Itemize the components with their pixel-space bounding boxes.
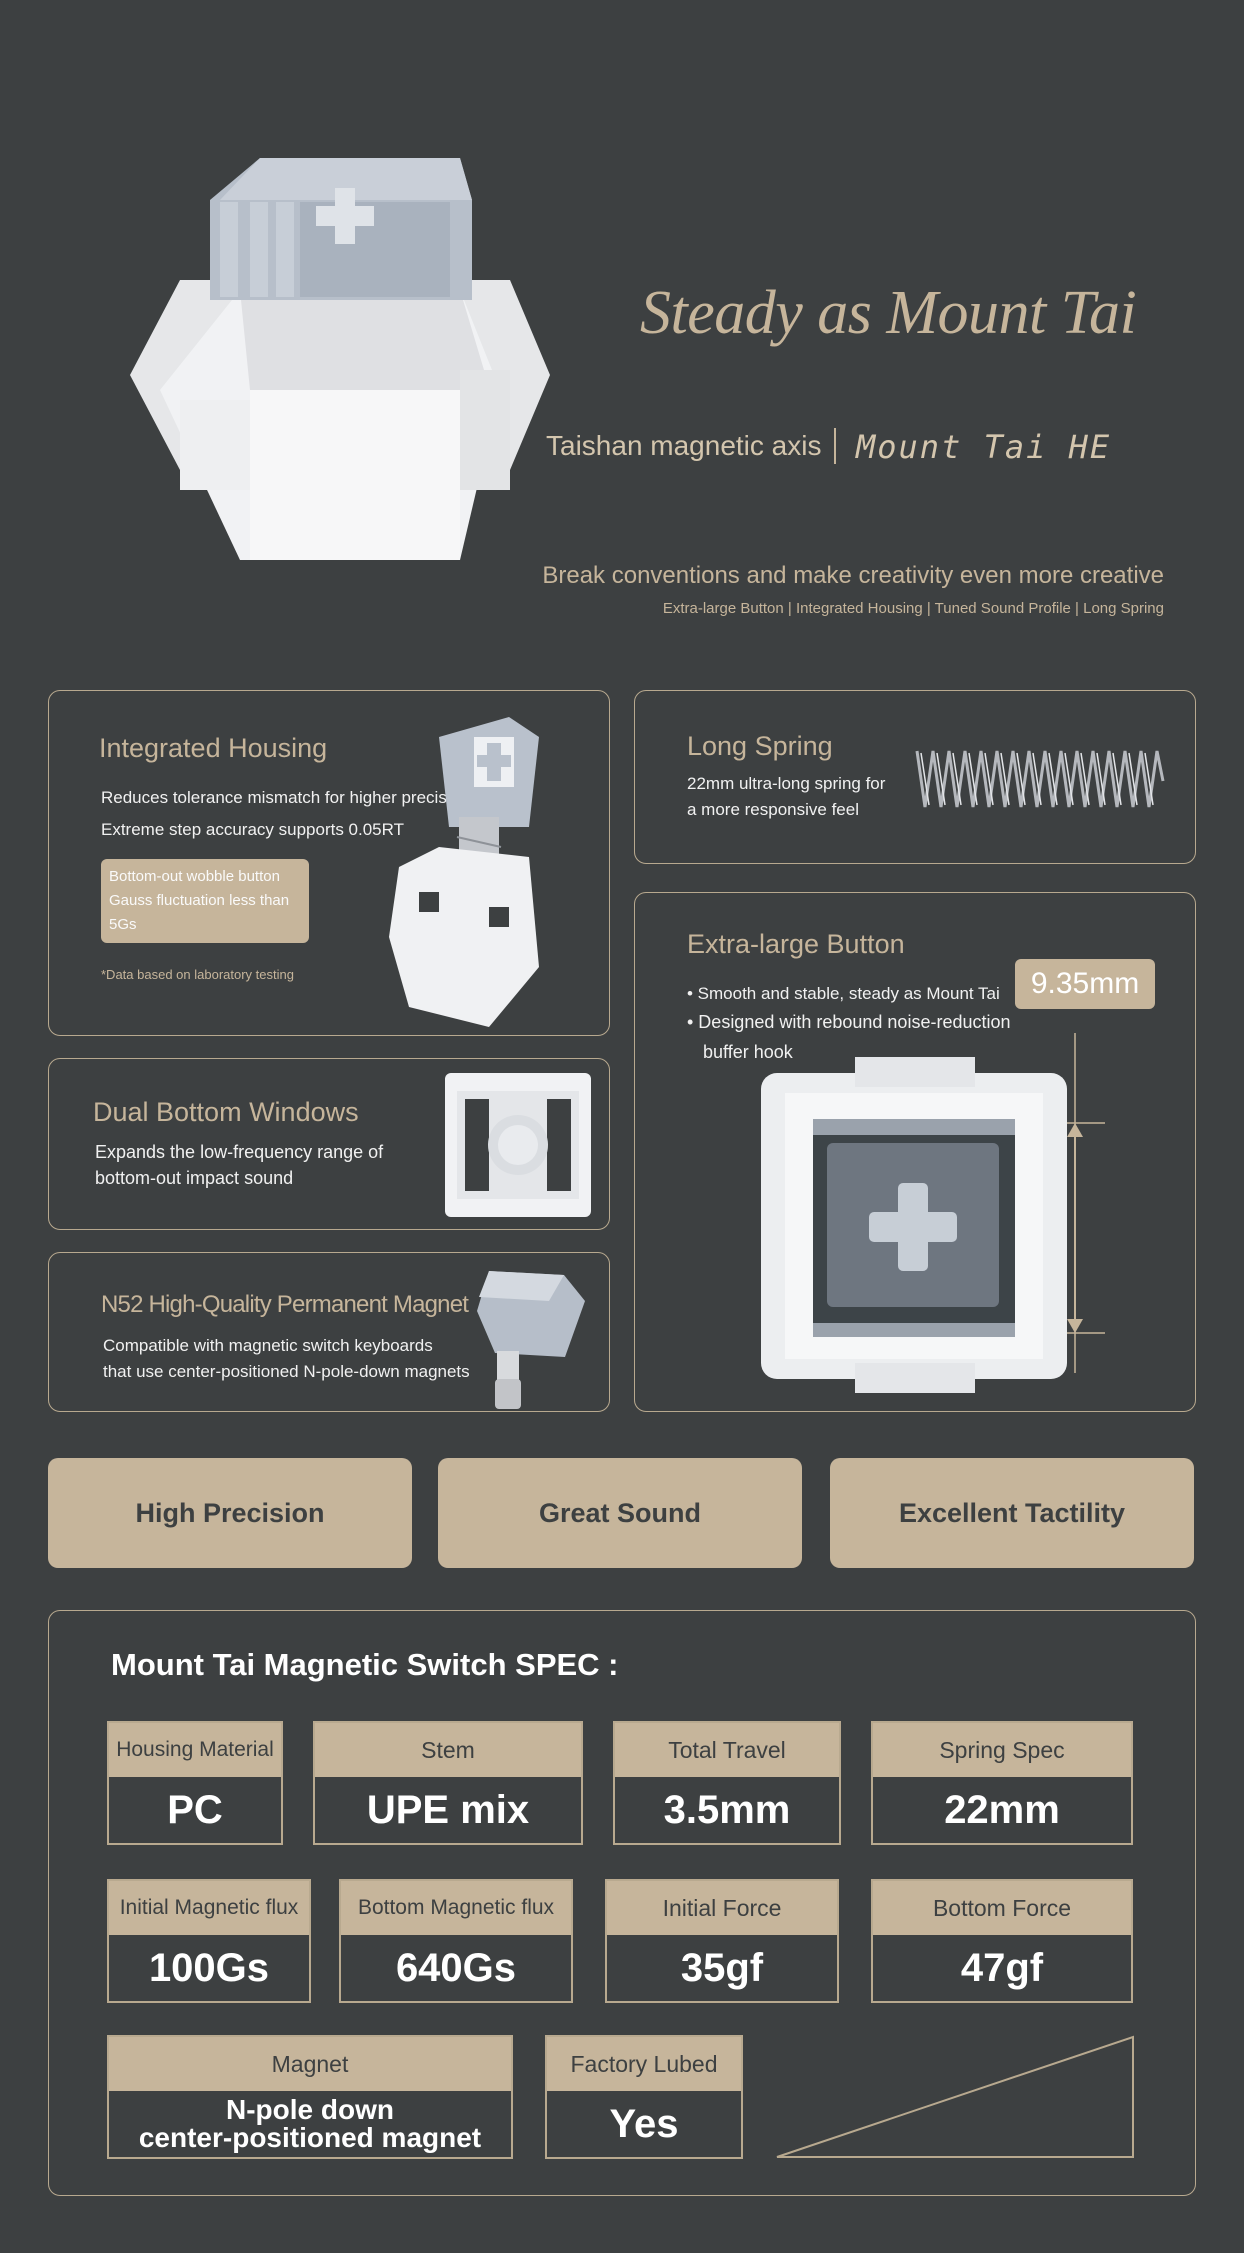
spec-panel: Mount Tai Magnetic Switch SPEC : Housing…	[48, 1610, 1196, 2196]
spec-initial-magnetic-flux-value: 100Gs	[148, 1945, 270, 1990]
spec-bottom-magnetic-flux: Bottom Magnetic flux 640Gs	[339, 1879, 573, 2003]
spec-initial-magnetic-flux: Initial Magnetic flux 100Gs	[107, 1879, 311, 2003]
extra-large-button-title: Extra-large Button	[687, 929, 905, 959]
hero-subtitle-right: Mount Tai HE	[856, 428, 1112, 466]
spec-magnet: Magnet N-pole down center-positioned mag…	[107, 2035, 513, 2159]
tag-line2: Gauss fluctuation less than 5Gs	[109, 892, 290, 933]
hero-tagline: Break conventions and make creativity ev…	[542, 562, 1164, 589]
magnet-line2: that use center-positioned N-pole-down m…	[103, 1362, 470, 1381]
integrated-housing-panel: Integrated Housing Reduces tolerance mis…	[48, 690, 610, 1036]
dimension-badge: 9.35mm	[1015, 959, 1155, 1009]
extra-large-button-bullet2b: buffer hook	[703, 1042, 793, 1062]
spec-factory-lubed-value: Yes	[609, 2101, 679, 2146]
hero-divider	[834, 428, 836, 464]
hero-title: Steady as Mount Tai	[640, 279, 1137, 347]
spec-initial-force-label: Initial Force	[607, 1881, 837, 1935]
extra-large-button-bullet1: • Smooth and stable, steady as Mount Tai	[687, 984, 1000, 1003]
magnet-panel: N52 High-Quality Permanent Magnet Compat…	[48, 1252, 610, 1412]
spec-title: Mount Tai Magnetic Switch SPEC :	[111, 1647, 619, 1682]
spec-magnet-value: N-pole down center-positioned magnet	[109, 2091, 511, 2157]
spec-initial-magnetic-flux-label: Initial Magnetic flux	[109, 1881, 309, 1935]
tag-line1: Bottom-out wobble button	[109, 868, 280, 885]
spec-total-travel-label: Total Travel	[615, 1723, 839, 1777]
spec-magnet-value-line1: N-pole down	[226, 2094, 394, 2125]
spec-factory-lubed-label: Factory Lubed	[547, 2037, 741, 2091]
magnet-title: N52 High-Quality Permanent Magnet	[101, 1291, 469, 1318]
spec-bottom-force-value: 47gf	[960, 1945, 1044, 1990]
dual-bottom-windows-panel: Dual Bottom Windows Expands the low-freq…	[48, 1058, 610, 1230]
magnet-line1: Compatible with magnetic switch keyboard…	[103, 1336, 433, 1355]
spec-bottom-force: Bottom Force 47gf	[871, 1879, 1133, 2003]
feature-excellent-tactility: Excellent Tactility	[830, 1458, 1194, 1568]
long-spring-panel: Long Spring 22mm ultra-long spring for a…	[634, 690, 1196, 864]
integrated-housing-line2: Extreme step accuracy supports 0.05RT	[101, 820, 404, 839]
hero-features-line: Extra-large Button | Integrated Housing …	[662, 600, 1164, 617]
spec-bottom-magnetic-flux-value: 640Gs	[395, 1945, 517, 1990]
spec-housing-material-label: Housing Material	[109, 1723, 281, 1777]
long-spring-title: Long Spring	[687, 731, 833, 761]
decorative-triangle	[775, 2035, 1135, 2159]
integrated-housing-line1: Reduces tolerance mismatch for higher pr…	[101, 788, 470, 807]
spec-housing-material: Housing Material PC	[107, 1721, 283, 1845]
exploded-switch-image	[379, 707, 579, 1027]
long-spring-line2: a more responsive feel	[687, 800, 859, 819]
spec-bottom-force-label: Bottom Force	[873, 1881, 1131, 1935]
spring-image	[915, 741, 1165, 817]
spec-spring-spec-value: 22mm	[944, 1787, 1060, 1832]
dual-bottom-windows-line1: Expands the low-frequency range of	[95, 1142, 384, 1162]
spec-housing-material-value: PC	[167, 1787, 223, 1832]
spec-total-travel-value: 3.5mm	[663, 1787, 791, 1832]
spec-total-travel: Total Travel 3.5mm	[613, 1721, 841, 1845]
spec-factory-lubed: Factory Lubed Yes	[545, 2035, 743, 2159]
spec-spring-spec-label: Spring Spec	[873, 1723, 1131, 1777]
hero-subtitle-left: Taishan magnetic axis	[546, 430, 822, 461]
spec-initial-force: Initial Force 35gf	[605, 1879, 839, 2003]
integrated-housing-title: Integrated Housing	[99, 733, 328, 763]
integrated-housing-note: *Data based on laboratory testing	[101, 967, 294, 982]
spec-stem-value: UPE mix	[366, 1787, 530, 1832]
spec-magnet-label: Magnet	[109, 2037, 511, 2091]
switch-bottom-image	[443, 1071, 593, 1219]
magnet-switch-image	[469, 1261, 589, 1411]
spec-magnet-value-line2: center-positioned magnet	[138, 2122, 482, 2153]
feature-high-precision: High Precision	[48, 1458, 412, 1568]
hero-switch-image	[120, 140, 560, 570]
feature-great-sound: Great Sound	[438, 1458, 802, 1568]
extra-large-button-panel: Extra-large Button • Smooth and stable, …	[634, 892, 1196, 1412]
switch-top-view-image	[755, 1033, 1175, 1403]
spec-initial-force-value: 35gf	[680, 1945, 764, 1990]
long-spring-line1: 22mm ultra-long spring for	[687, 774, 886, 793]
spec-stem-label: Stem	[315, 1723, 581, 1777]
integrated-housing-tag: Bottom-out wobble button Gauss fluctuati…	[101, 859, 309, 943]
extra-large-button-bullet2: • Designed with rebound noise-reduction	[687, 1012, 1011, 1032]
spec-spring-spec: Spring Spec 22mm	[871, 1721, 1133, 1845]
spec-bottom-magnetic-flux-label: Bottom Magnetic flux	[341, 1881, 571, 1935]
spec-stem: Stem UPE mix	[313, 1721, 583, 1845]
dual-bottom-windows-line2: bottom-out impact sound	[95, 1168, 294, 1188]
dual-bottom-windows-title: Dual Bottom Windows	[93, 1097, 359, 1127]
